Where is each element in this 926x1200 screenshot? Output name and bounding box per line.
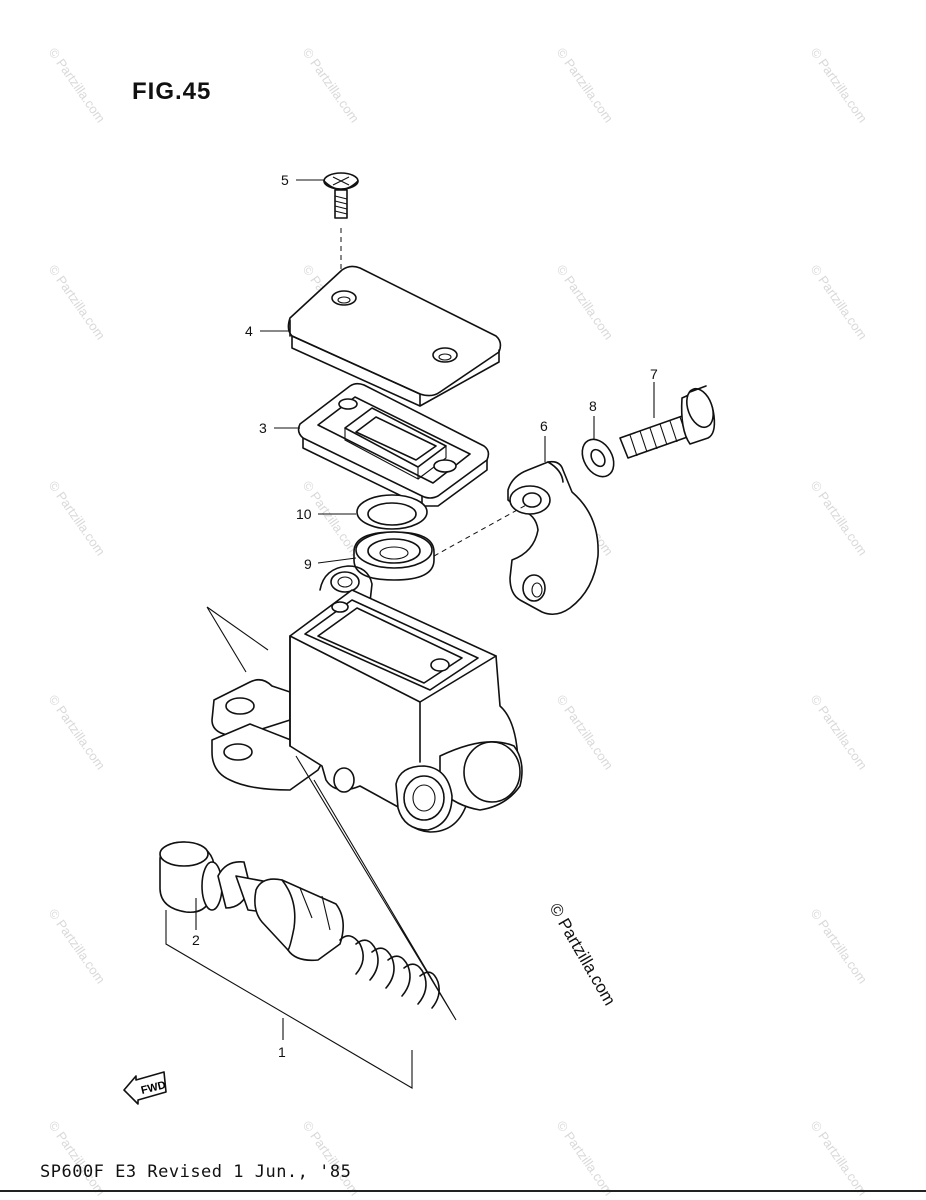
- figure-title: FIG.45: [132, 78, 212, 105]
- footer-rule: [0, 1190, 926, 1192]
- revision-date: Revised 1 Jun., '85: [147, 1162, 352, 1182]
- part-6-holder[interactable]: [507, 460, 599, 616]
- leader-lines: [165, 179, 655, 1089]
- callout-5: 5: [281, 172, 289, 188]
- part-10-ring[interactable]: [356, 494, 428, 530]
- callout-10: 10: [296, 506, 312, 522]
- callout-8: 8: [589, 398, 597, 414]
- model-code: SP600F E3: [40, 1162, 137, 1182]
- callout-9: 9: [304, 556, 312, 572]
- callout-4: 4: [245, 323, 253, 339]
- callout-3: 3: [259, 420, 267, 436]
- part-8-washer[interactable]: [576, 434, 620, 483]
- fwd-label: FWD: [140, 1079, 167, 1097]
- part-4-cap[interactable]: [287, 265, 502, 407]
- callout-6: 6: [540, 418, 548, 434]
- callout-1: 1: [278, 1044, 286, 1060]
- callout-7: 7: [650, 366, 658, 382]
- part-1-piston-assembly[interactable]: [159, 841, 440, 1009]
- part-7-bolt[interactable]: [619, 385, 718, 459]
- fwd-arrow-icon: FWD: [123, 1071, 167, 1105]
- master-cylinder-body[interactable]: [211, 565, 523, 833]
- part-9-boot[interactable]: [353, 531, 435, 581]
- part-3-diaphragm[interactable]: [297, 382, 490, 507]
- callout-2: 2: [192, 932, 200, 948]
- footer-text: SP600F E3 Revised 1 Jun., '85: [40, 1162, 351, 1182]
